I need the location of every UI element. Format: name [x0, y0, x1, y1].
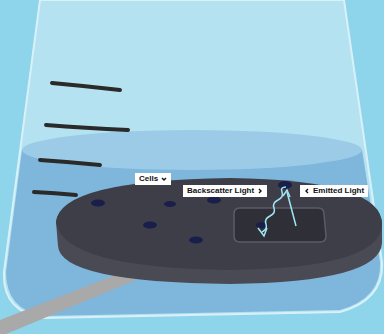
- emitted-light-ray: [287, 192, 296, 226]
- label-text: Backscatter Light: [187, 186, 254, 196]
- label-tag: Cells: [135, 173, 171, 185]
- label-text: Emitted Light: [313, 186, 364, 196]
- label-tag: Emitted Light: [300, 185, 368, 197]
- graduation-marks: [34, 83, 128, 195]
- sensor-disc: [56, 178, 382, 270]
- label-tag: Backscatter Light: [183, 185, 267, 197]
- sensor-cable: [0, 270, 136, 334]
- chevron-icon: [304, 188, 310, 194]
- sensor-window: [234, 208, 326, 242]
- liquid-surface: [22, 130, 362, 170]
- chevron-icon: [257, 188, 263, 194]
- chevron-icon: [161, 176, 167, 182]
- emitted-arrowhead: [283, 190, 290, 197]
- cells: [91, 181, 292, 244]
- flask-glass: [4, 0, 382, 318]
- label-text: Cells: [139, 174, 158, 184]
- backscatter-arrowhead: [258, 228, 267, 236]
